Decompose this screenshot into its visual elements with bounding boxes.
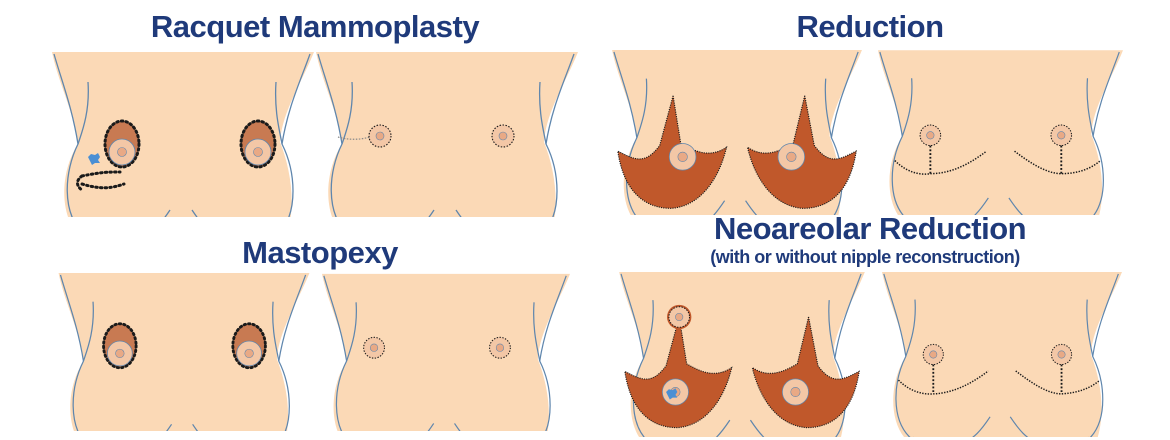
mastopexy-before [58, 273, 310, 431]
panel-title-mastopexy: Mastopexy [242, 235, 398, 270]
panel-title-racquet-mammoplasty: Racquet Mammoplasty [150, 9, 480, 44]
racquet-mammoplasty-after [316, 52, 578, 217]
panel-title-reduction: Reduction [796, 9, 944, 44]
racquet-mammoplasty-before [52, 52, 314, 217]
panel-subtitle-neoareolar-reduction: (with or without nipple reconstruction) [710, 247, 1020, 267]
reduction-before [612, 50, 862, 215]
mastopexy-after [322, 273, 570, 431]
neoareolar-reduction-after [882, 272, 1122, 437]
reduction-after [878, 50, 1123, 215]
panel-title-neoareolar-reduction: Neoareolar Reduction [713, 211, 1027, 246]
neoareolar-reduction-before [618, 272, 866, 437]
